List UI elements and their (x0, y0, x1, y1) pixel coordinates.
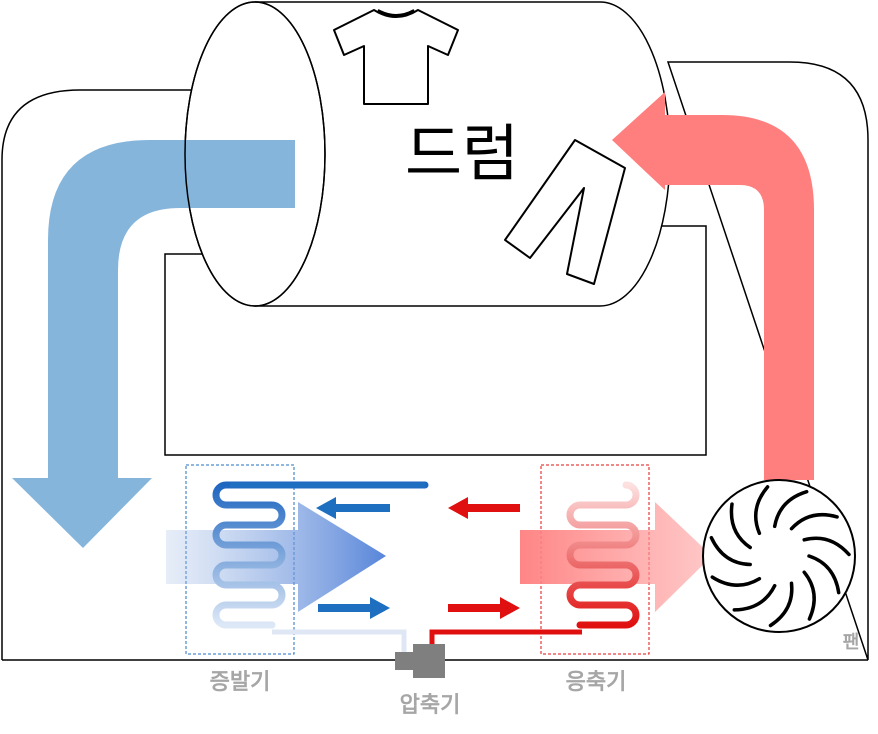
fan-blade (802, 570, 816, 621)
pants-icon (504, 139, 626, 285)
fan-blade (729, 502, 752, 550)
fan-blade (710, 575, 762, 587)
condenser-coil (566, 481, 640, 629)
fan-blade (709, 535, 752, 567)
hot-air-arrow (612, 92, 814, 480)
fan-blade (732, 583, 777, 612)
drum-label: 드럼 (405, 117, 519, 190)
fan-blade (753, 485, 770, 536)
evaporator-coil (212, 481, 429, 629)
fan-blade (768, 581, 794, 628)
flow-arrow-cold-top (316, 497, 390, 519)
fan-blade (802, 536, 851, 557)
fan-blade (807, 554, 841, 595)
fan-label: 팬 (843, 632, 860, 653)
evaporator-outlet-pipe (272, 629, 407, 655)
cold-air-arrow (12, 140, 295, 548)
flow-arrow-hot-top (448, 497, 520, 519)
evaporator-air-arrow (166, 502, 386, 612)
condenser-label: 응축기 (566, 670, 627, 695)
compressor-outlet-pipe (429, 629, 582, 652)
fan-icon (702, 479, 856, 633)
inner-duct (164, 225, 707, 456)
flow-arrow-cold-bottom (318, 597, 390, 619)
fan-blade (772, 489, 809, 529)
fan-blade (789, 512, 839, 531)
flow-arrow-hot-bottom (448, 597, 520, 619)
evaporator-label: 증발기 (210, 670, 271, 695)
cabinet-outline (1, 61, 869, 661)
compressor-icon (395, 644, 445, 678)
condenser-air-arrow (520, 502, 712, 612)
shirt-icon (333, 9, 459, 105)
compressor-label: 압축기 (400, 693, 461, 718)
